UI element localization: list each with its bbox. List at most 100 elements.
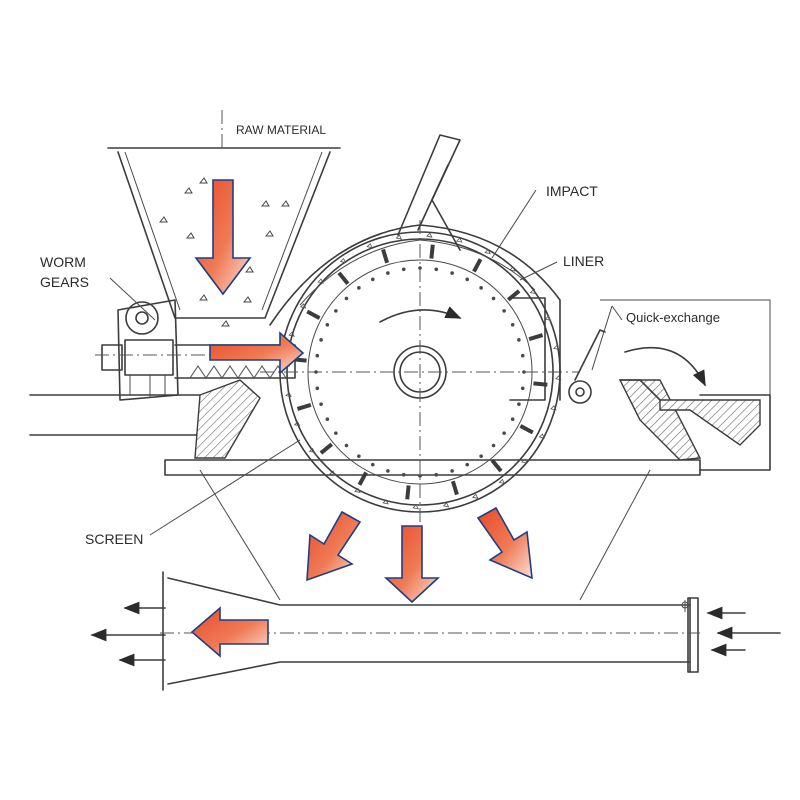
discharge-center-arrow bbox=[383, 525, 441, 604]
rotor-beater bbox=[519, 424, 534, 435]
screen-perforation bbox=[465, 277, 470, 282]
screen-perforation bbox=[334, 431, 338, 435]
screen-perforation bbox=[319, 402, 323, 406]
screen-perforation bbox=[401, 472, 406, 477]
screen-perforations bbox=[283, 232, 562, 510]
liner-particle bbox=[299, 303, 307, 309]
screen-perforation bbox=[522, 370, 526, 374]
liner-particle bbox=[382, 499, 389, 505]
machine-base bbox=[29, 299, 771, 476]
screen-perforation bbox=[344, 296, 349, 301]
rotor-beater bbox=[357, 471, 368, 486]
label-worm-gears-1: WORM bbox=[40, 254, 86, 270]
liner-casing bbox=[269, 224, 561, 401]
screen-perforation bbox=[434, 267, 439, 272]
screen-perforation bbox=[344, 443, 349, 448]
screen-perforation bbox=[334, 309, 338, 313]
screen-perforation bbox=[510, 417, 515, 422]
rotor-beater bbox=[319, 442, 334, 455]
liner-particle bbox=[354, 487, 361, 493]
liner-particle bbox=[317, 278, 324, 284]
liner-particle bbox=[538, 433, 546, 439]
screen-perforation bbox=[357, 454, 361, 458]
rotor-beater bbox=[296, 402, 312, 411]
screen-perforation bbox=[502, 431, 506, 435]
screen-perforation bbox=[315, 353, 320, 358]
label-quick-exchange: Quick-exchange bbox=[626, 310, 720, 325]
liner-particle bbox=[285, 391, 292, 398]
screen-perforation bbox=[517, 338, 521, 342]
liner-particle bbox=[425, 232, 433, 238]
screen-perforation bbox=[418, 474, 422, 478]
screen-perforation bbox=[520, 353, 525, 358]
screen-perforation bbox=[510, 322, 515, 327]
screen-perforation bbox=[479, 286, 483, 290]
screen-perforation bbox=[386, 469, 390, 473]
discharge-left-arrow bbox=[306, 510, 362, 582]
rotor-beater bbox=[472, 258, 483, 273]
liner-particle bbox=[521, 458, 528, 464]
screen-perforation bbox=[386, 271, 390, 275]
rotor-beater bbox=[429, 244, 435, 259]
liner-particle bbox=[471, 493, 479, 499]
diagram-labels: RAW MATERIAL WORM GEARS IMPACT LINER Qui… bbox=[40, 123, 720, 547]
liner-particle bbox=[553, 344, 560, 350]
liner-particle bbox=[550, 405, 557, 411]
screen-perforation bbox=[418, 266, 422, 270]
screen-perforation bbox=[520, 386, 525, 391]
liner-particle bbox=[529, 288, 537, 295]
rotor-beater bbox=[405, 485, 411, 500]
screen-perforation bbox=[319, 338, 323, 342]
liner-particle bbox=[288, 331, 295, 337]
leader-lines bbox=[109, 189, 623, 536]
liner-particle bbox=[293, 421, 301, 427]
liner-particle bbox=[442, 502, 450, 508]
liner-particle bbox=[509, 266, 516, 272]
rotor-drum bbox=[260, 220, 580, 530]
liner-particle bbox=[456, 237, 463, 243]
liner-particle bbox=[308, 447, 316, 453]
liner-particle bbox=[544, 315, 552, 321]
label-liner: LINER bbox=[563, 253, 604, 269]
screen-perforation bbox=[450, 469, 454, 473]
screen-perforation bbox=[314, 370, 318, 374]
rotor-beater bbox=[337, 271, 350, 286]
liner-particle bbox=[366, 242, 373, 249]
screen-perforation bbox=[465, 462, 470, 467]
screen-perforation bbox=[370, 277, 375, 282]
screen-perforation bbox=[370, 462, 375, 467]
label-impact: IMPACT bbox=[546, 183, 598, 199]
screen-perforation bbox=[479, 454, 483, 458]
screen-perforation bbox=[517, 402, 521, 406]
rotor-beater bbox=[528, 333, 544, 342]
screen-perforation bbox=[434, 472, 439, 477]
quick-exchange-lever bbox=[397, 134, 761, 446]
rotor-beater bbox=[490, 458, 503, 473]
liner-particle bbox=[412, 504, 419, 510]
screen-perforation bbox=[315, 386, 320, 391]
screen-perforation bbox=[502, 309, 506, 313]
label-worm-gears-2: GEARS bbox=[40, 274, 89, 290]
screen-perforation bbox=[325, 417, 330, 422]
liner-particle bbox=[498, 478, 506, 484]
screen-perforation bbox=[325, 322, 330, 327]
screw-feed-arrow bbox=[209, 331, 305, 375]
rotor-beater bbox=[450, 480, 459, 496]
screen-perforation bbox=[450, 271, 454, 275]
screen-perforation bbox=[401, 267, 406, 272]
rotor-beater bbox=[381, 248, 390, 264]
rotor-beater bbox=[306, 309, 321, 320]
flow-arrows bbox=[190, 179, 533, 658]
screen-perforation bbox=[357, 286, 361, 290]
liner-particle bbox=[484, 248, 491, 255]
outlet-duct-arrow bbox=[190, 606, 269, 658]
liner-particle bbox=[339, 257, 347, 264]
feed-down-arrow bbox=[194, 179, 252, 296]
label-screen: SCREEN bbox=[85, 531, 143, 547]
liner-particle bbox=[329, 470, 336, 476]
screen-perforation bbox=[491, 296, 496, 301]
screen-perforation bbox=[491, 443, 496, 448]
liner-particle bbox=[395, 234, 403, 240]
label-raw-material: RAW MATERIAL bbox=[236, 123, 326, 137]
